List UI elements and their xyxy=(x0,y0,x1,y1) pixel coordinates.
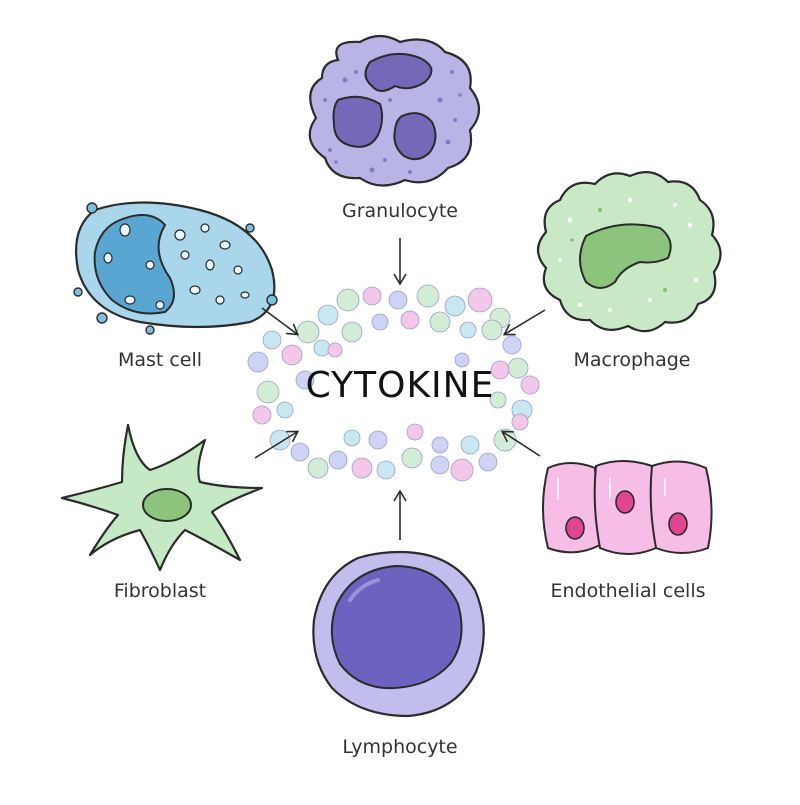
cytokine-particle xyxy=(343,429,361,447)
endothelial-nucleus-1 xyxy=(565,516,585,540)
cytokine-particle xyxy=(507,357,529,379)
cytokine-particle xyxy=(256,380,280,404)
cytokine-particle xyxy=(430,455,450,475)
cytokine-particle xyxy=(371,313,389,331)
cytokine-particle xyxy=(262,330,282,350)
cytokine-particle xyxy=(336,288,360,312)
cytokine-particle xyxy=(296,320,320,344)
cytokine-particle xyxy=(520,375,540,395)
fibroblast-label: Fibroblast xyxy=(113,580,207,602)
endothelial-cell-3 xyxy=(649,460,713,554)
cytokine-particle xyxy=(313,339,331,357)
macrophage-label: Macrophage xyxy=(573,349,691,371)
cytokine-particle xyxy=(368,430,388,450)
cytokine-particle xyxy=(400,310,420,330)
macrophage-dots xyxy=(570,208,667,292)
cytokine-particle xyxy=(317,304,339,326)
cytokine-particle xyxy=(478,452,498,472)
cytokine-particle xyxy=(511,413,529,431)
fibroblast-cell xyxy=(60,423,264,572)
lymphocyte-label: Lymphocyte xyxy=(342,736,458,758)
granulocyte-nucleus-lobe-3 xyxy=(393,112,437,161)
cytokine-particle xyxy=(460,435,480,455)
cytokine-particle xyxy=(328,450,348,470)
mast-cell-label: Mast cell xyxy=(117,349,203,371)
cytokine-particle xyxy=(247,351,269,373)
cytokine-particle xyxy=(481,319,503,341)
granulocyte-nucleus-lobe-2 xyxy=(332,95,384,148)
granulocyte-nucleus-lobe-1 xyxy=(364,52,433,92)
arrow-from-fibroblast xyxy=(254,430,300,459)
arrows xyxy=(254,238,546,540)
cytokine-particle xyxy=(362,286,382,306)
cytokine-particle xyxy=(376,460,396,480)
cytokine-particle xyxy=(252,405,272,425)
endothelial-nucleus-2 xyxy=(615,490,635,514)
mast-cell-surface-bumps xyxy=(73,202,278,335)
lymphocyte-nucleus xyxy=(330,564,463,690)
cytokine-particle xyxy=(502,335,522,355)
cytokine-particle xyxy=(388,290,408,310)
cytokine-particle xyxy=(401,447,423,469)
endothelial-cells-label: Endothelial cells xyxy=(550,580,706,602)
cytokine-title: CYTOKINE xyxy=(305,365,495,406)
cytokine-particle xyxy=(341,321,363,343)
endothelial-cells xyxy=(542,460,713,555)
granulocyte-granules xyxy=(323,70,462,174)
cytokine-particle xyxy=(459,321,477,339)
endothelial-nucleus-3 xyxy=(668,512,688,536)
fibroblast-nucleus xyxy=(142,488,192,522)
mast-cell-nucleus xyxy=(93,214,175,315)
cytokine-particle xyxy=(489,391,507,409)
cytokine-particle xyxy=(351,457,373,479)
cytokine-particle xyxy=(416,284,440,308)
cytokine-particle xyxy=(450,458,474,482)
cytokine-particle xyxy=(327,342,343,358)
cytokine-particle xyxy=(295,370,315,390)
cytokine-particle xyxy=(276,401,294,419)
macrophage-granules xyxy=(558,197,699,312)
arrow-from-endothelial xyxy=(500,430,541,457)
macrophage-nucleus xyxy=(579,223,672,289)
cytokine-particle xyxy=(290,442,310,462)
cytokine-particle xyxy=(429,311,451,333)
arrow-from-macrophage xyxy=(502,309,546,336)
cytokine-particle xyxy=(307,457,329,479)
granulocyte-cell xyxy=(308,34,481,187)
cytokine-particle xyxy=(490,360,510,380)
cytokine-particle xyxy=(444,295,466,317)
mast-cell xyxy=(73,201,278,335)
granulocyte-label: Granulocyte xyxy=(342,200,458,222)
cytokine-particle xyxy=(493,428,517,452)
macrophage-cell xyxy=(536,171,722,333)
arrow-from-mast-cell xyxy=(261,307,300,336)
cytokine-particle xyxy=(431,436,449,454)
cytokine-particle xyxy=(467,287,493,313)
mast-cell-granules xyxy=(103,223,250,310)
lymphocyte-cell xyxy=(312,550,485,718)
granulocyte-membrane xyxy=(308,34,481,187)
cytokine-particle xyxy=(406,423,424,441)
cytokine-particle xyxy=(281,344,303,366)
cytokine-particle xyxy=(454,352,470,368)
